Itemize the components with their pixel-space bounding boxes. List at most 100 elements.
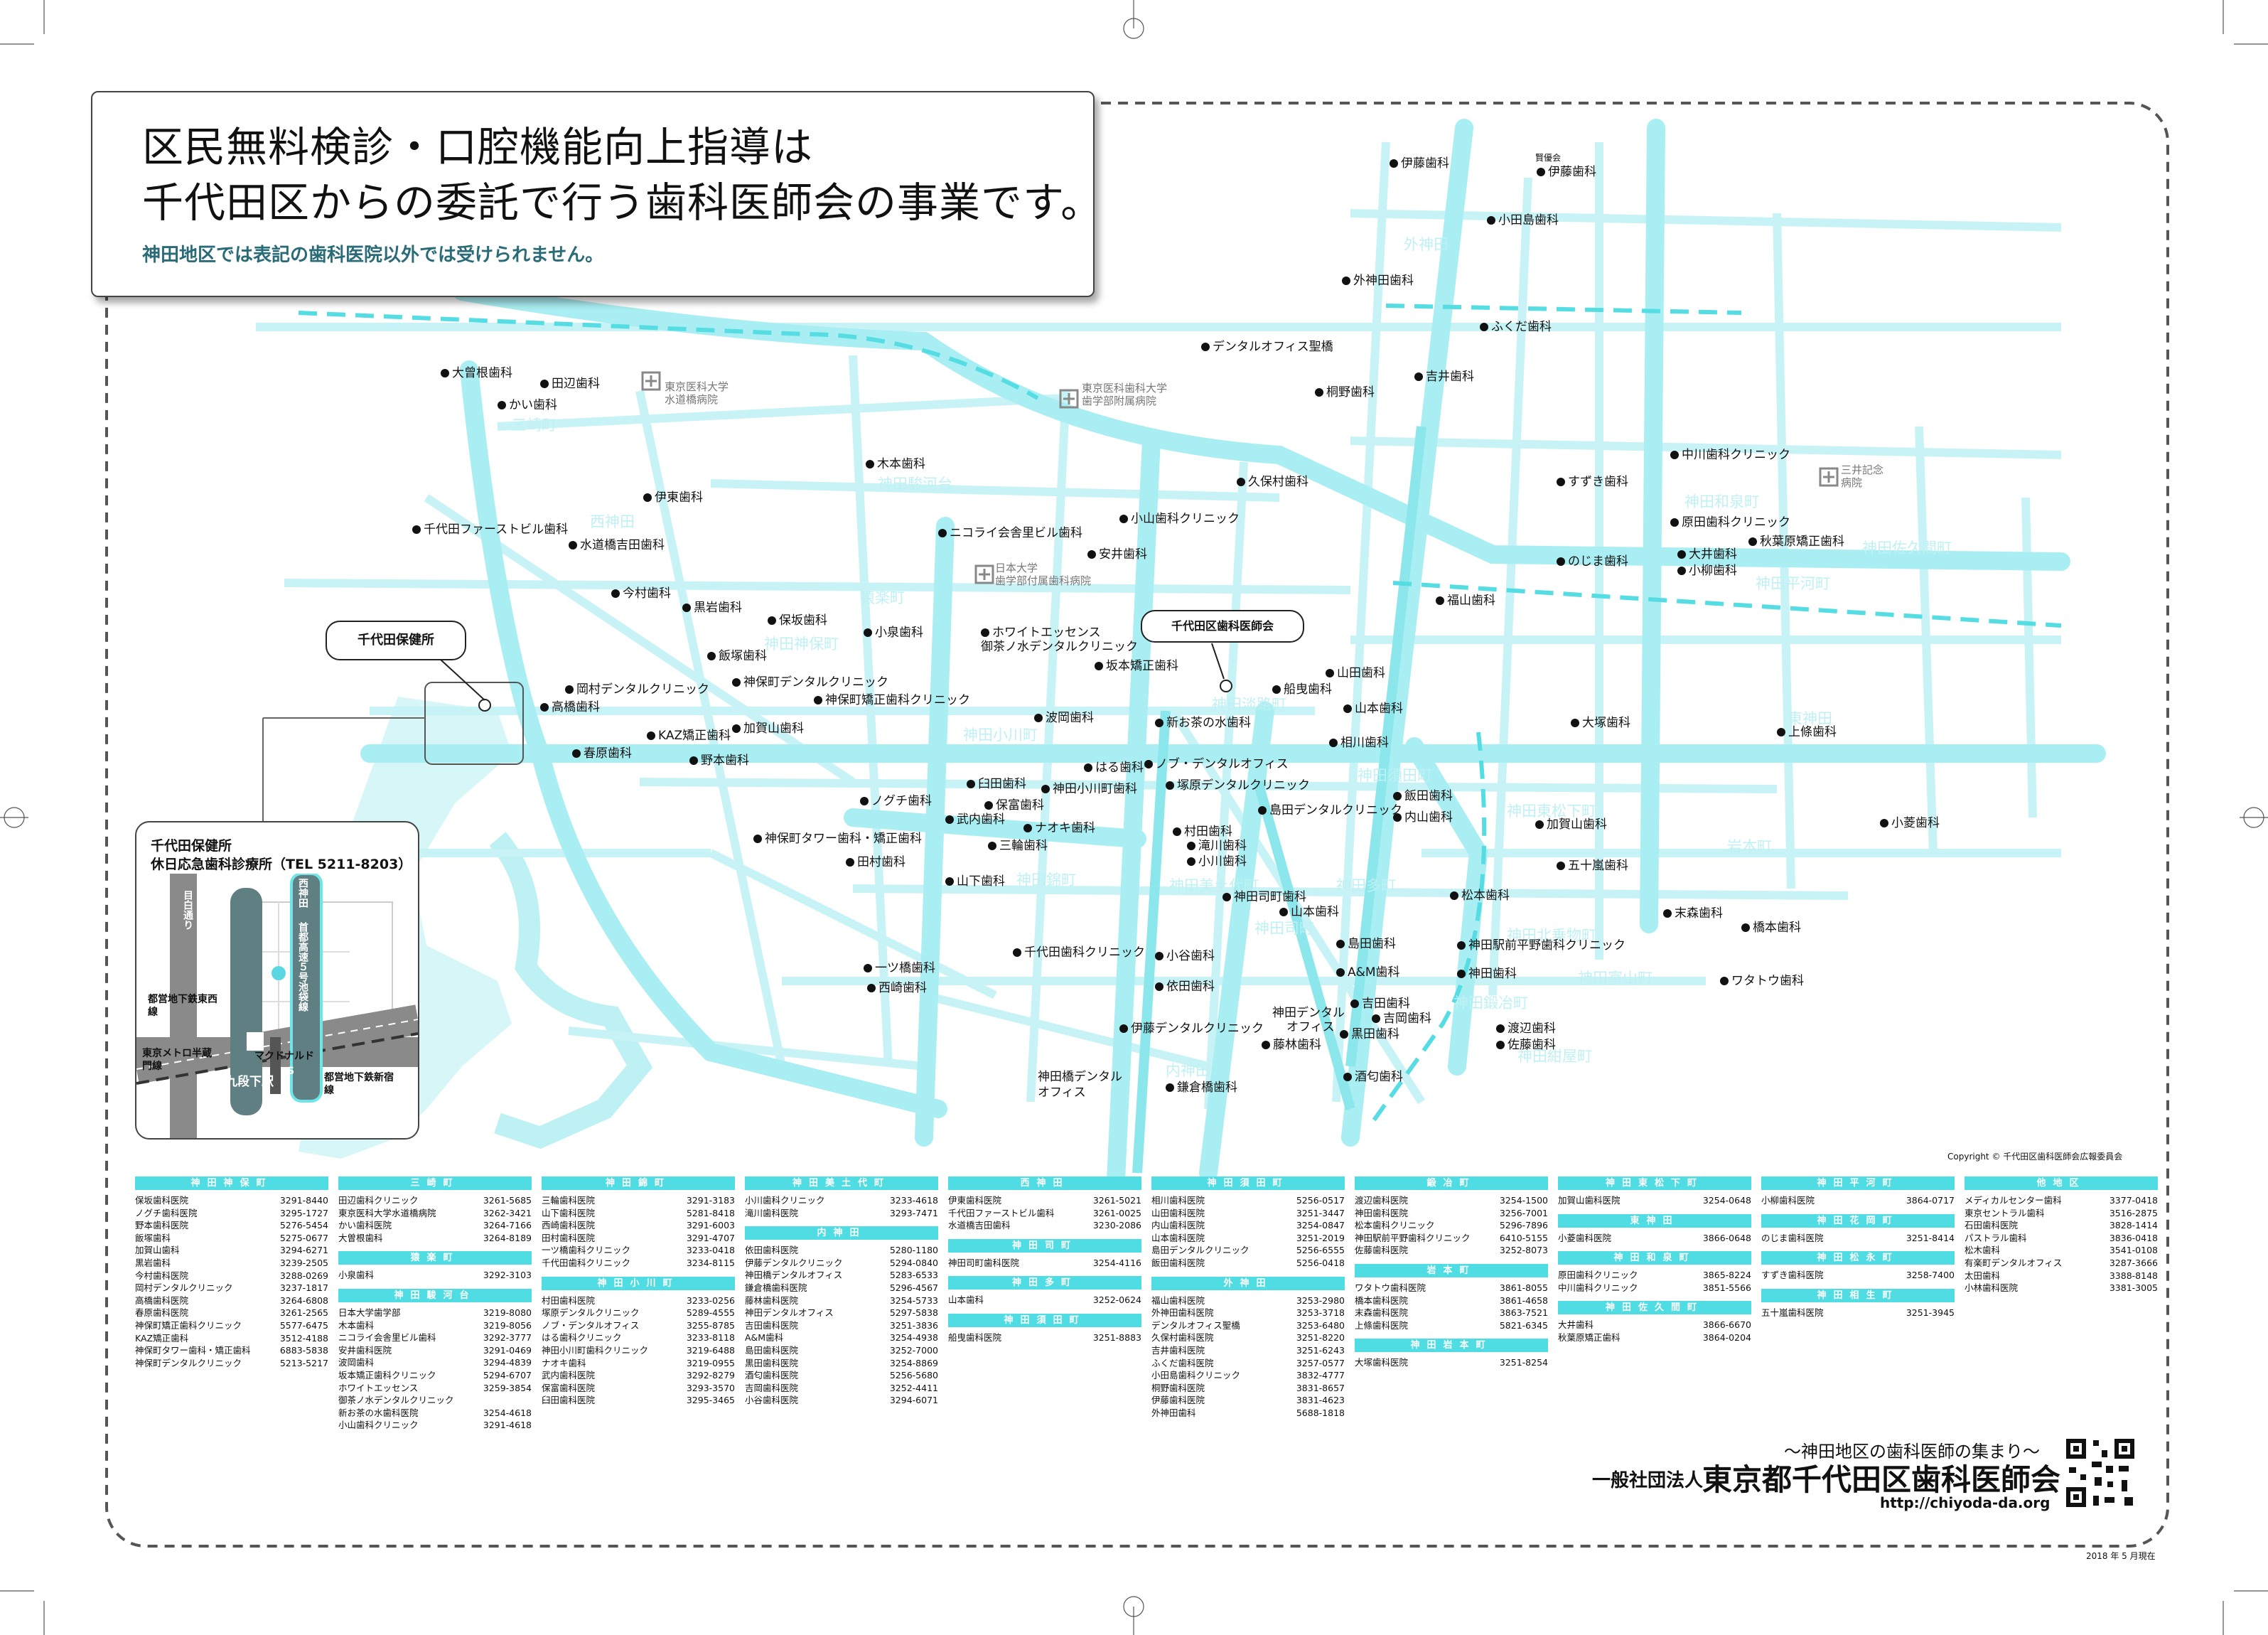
clinic-marker[interactable]: 保坂歯科	[768, 613, 827, 628]
clinic-marker[interactable]: ノグチ歯科	[860, 794, 932, 808]
clinic-marker[interactable]: ふくだ歯科	[1480, 320, 1552, 334]
clinic-marker[interactable]: 安井歯科	[1087, 547, 1147, 562]
clinic-marker[interactable]: 千代田歯科クリニック	[1013, 945, 1145, 960]
clinic-marker[interactable]: 橋本歯科	[1741, 921, 1801, 935]
clinic-marker[interactable]: 小谷歯科	[1155, 949, 1215, 963]
clinic-marker[interactable]: 三輪歯科	[988, 839, 1048, 853]
clinic-marker[interactable]: 加賀山歯科	[732, 722, 804, 736]
clinic-marker[interactable]: 神田歯科	[1457, 967, 1517, 981]
clinic-marker[interactable]: KAZ矯正歯科	[647, 729, 731, 743]
clinic-marker[interactable]: 藤林歯科	[1262, 1038, 1321, 1052]
clinic-marker[interactable]: 大曾根歯科	[441, 366, 512, 380]
clinic-marker[interactable]: 飯田歯科	[1393, 789, 1453, 803]
clinic-marker[interactable]: 高橋歯科	[540, 700, 600, 714]
clinic-marker[interactable]: 滝川歯科	[1187, 839, 1247, 853]
clinic-marker[interactable]: 神田司町歯科	[1222, 890, 1306, 904]
clinic-marker[interactable]: 神保町タワー歯科・矯正歯科	[753, 832, 922, 846]
clinic-marker[interactable]: 大井歯科	[1677, 547, 1737, 562]
clinic-marker[interactable]: 飯塚歯科	[707, 649, 767, 663]
clinic-marker[interactable]: 小田島歯科	[1487, 213, 1559, 227]
clinic-marker[interactable]: 山本歯科	[1343, 702, 1403, 716]
clinic-marker[interactable]: 山本歯科	[1279, 905, 1339, 919]
clinic-marker[interactable]: 黒田歯科	[1340, 1027, 1399, 1041]
clinic-marker[interactable]: 今村歯科	[611, 586, 671, 601]
clinic-marker[interactable]: 武内歯科	[945, 813, 1005, 827]
clinic-marker[interactable]: 神田デンタル	[1272, 1006, 1345, 1020]
clinic-marker[interactable]: 伊藤歯科	[1537, 165, 1596, 179]
clinic-marker[interactable]: 佐藤歯科	[1496, 1038, 1556, 1052]
clinic-marker[interactable]: 臼田歯科	[967, 777, 1026, 791]
clinic-marker[interactable]: ナオキ歯科	[1023, 821, 1095, 835]
clinic-marker[interactable]: A&M歯科	[1336, 965, 1400, 980]
clinic-marker[interactable]: 賢優会	[1535, 153, 1562, 163]
clinic-marker[interactable]: 西崎歯科	[867, 981, 927, 995]
clinic-marker[interactable]: 相川歯科	[1329, 736, 1389, 750]
clinic-marker[interactable]: 小川歯科	[1187, 854, 1247, 869]
clinic-marker[interactable]: 野本歯科	[689, 754, 749, 768]
clinic-marker[interactable]: 中川歯科クリニック	[1670, 448, 1790, 462]
clinic-marker[interactable]: 小菱歯科	[1880, 816, 1940, 830]
clinic-marker[interactable]: 伊藤歯科	[1390, 156, 1449, 171]
clinic-marker[interactable]: はる歯科	[1084, 761, 1144, 775]
clinic-marker[interactable]: 島田デンタルクリニック	[1258, 803, 1402, 818]
clinic-marker[interactable]: 船曳歯科	[1272, 682, 1332, 697]
clinic-marker[interactable]: 五十嵐歯科	[1557, 859, 1628, 873]
clinic-marker[interactable]: 黒岩歯科	[682, 601, 742, 615]
clinic-marker[interactable]: 桐野歯科	[1315, 385, 1375, 400]
clinic-marker[interactable]: のじま歯科	[1557, 554, 1628, 569]
clinic-marker[interactable]: 小山歯科クリニック	[1119, 512, 1240, 526]
clinic-marker[interactable]: 木本歯科	[866, 457, 925, 471]
clinic-marker[interactable]: 千代田ファーストビル歯科	[412, 522, 568, 537]
clinic-marker[interactable]: 神保町デンタルクリニック	[732, 675, 888, 690]
clinic-marker[interactable]: 神保町矯正歯科クリニック	[814, 693, 970, 707]
clinic-marker[interactable]: ワタトウ歯科	[1720, 974, 1804, 988]
clinic-marker[interactable]: ニコライ会舎里ビル歯科	[938, 526, 1082, 540]
clinic-marker[interactable]: 吉岡歯科	[1372, 1012, 1431, 1026]
clinic-marker[interactable]: すずき歯科	[1557, 475, 1628, 489]
clinic-marker[interactable]: 神田駅前平野歯科クリニック	[1457, 938, 1625, 953]
clinic-marker[interactable]: 久保村歯科	[1237, 475, 1308, 489]
clinic-marker[interactable]: 伊藤デンタルクリニック	[1119, 1022, 1264, 1036]
clinic-marker[interactable]: 春原歯科	[572, 746, 632, 761]
clinic-marker[interactable]: 一ツ橋歯科	[864, 961, 935, 975]
clinic-marker[interactable]: 岡村デンタルクリニック	[565, 682, 709, 697]
clinic-marker[interactable]: 波岡歯科	[1034, 711, 1094, 725]
clinic-marker[interactable]: 塚原デンタルクリニック	[1166, 778, 1310, 793]
clinic-marker[interactable]: 神田小川町歯科	[1041, 782, 1137, 796]
clinic-marker[interactable]: かい歯科	[498, 398, 557, 412]
clinic-marker[interactable]: 渡辺歯科	[1496, 1022, 1556, 1036]
clinic-marker[interactable]: ホワイトエッセンス	[981, 626, 1101, 640]
clinic-marker[interactable]: 御茶ノ水デンタルクリニック	[981, 640, 1138, 654]
clinic-marker[interactable]: 田辺歯科	[540, 377, 600, 391]
clinic-marker[interactable]: 坂本矯正歯科	[1095, 659, 1178, 673]
clinic-marker[interactable]: 吉井歯科	[1414, 370, 1474, 384]
clinic-marker[interactable]: 神田橋デンタル	[1038, 1070, 1122, 1084]
clinic-marker[interactable]: 外神田歯科	[1342, 274, 1414, 288]
clinic-marker[interactable]: 水道橋吉田歯科	[569, 538, 665, 552]
clinic-marker[interactable]: 上條歯科	[1777, 725, 1837, 739]
clinic-marker[interactable]: 松本歯科	[1450, 889, 1510, 903]
clinic-marker[interactable]: ノブ・デンタルオフィス	[1144, 757, 1289, 771]
clinic-marker[interactable]: 内山歯科	[1393, 810, 1453, 825]
clinic-marker[interactable]: 末森歯科	[1663, 906, 1723, 921]
clinic-marker[interactable]: 伊東歯科	[643, 490, 703, 505]
clinic-marker[interactable]: 島田歯科	[1336, 937, 1396, 951]
clinic-marker[interactable]: 新お茶の水歯科	[1155, 716, 1251, 730]
clinic-marker[interactable]: 福山歯科	[1436, 594, 1495, 608]
clinic-marker[interactable]: 村田歯科	[1173, 825, 1232, 839]
clinic-marker[interactable]: 山田歯科	[1326, 666, 1385, 680]
clinic-marker[interactable]: デンタルオフィス聖橋	[1201, 340, 1333, 354]
clinic-marker[interactable]: 田村歯科	[846, 855, 905, 869]
clinic-marker[interactable]: 依田歯科	[1155, 980, 1215, 994]
clinic-marker[interactable]: オフィス	[1286, 1020, 1335, 1034]
clinic-marker[interactable]: 鎌倉橋歯科	[1166, 1081, 1237, 1095]
clinic-marker[interactable]: 小泉歯科	[864, 626, 923, 640]
clinic-marker[interactable]: 原田歯科クリニック	[1670, 515, 1790, 530]
clinic-marker[interactable]: 秋葉原矯正歯科	[1748, 535, 1844, 549]
clinic-marker[interactable]: 山下歯科	[945, 874, 1005, 889]
clinic-marker[interactable]: オフィス	[1038, 1085, 1086, 1100]
clinic-marker[interactable]: 吉田歯科	[1350, 997, 1410, 1011]
clinic-marker[interactable]: 酒匂歯科	[1343, 1070, 1403, 1084]
clinic-marker[interactable]: 加賀山歯科	[1535, 818, 1607, 832]
clinic-marker[interactable]: 大塚歯科	[1571, 716, 1630, 730]
